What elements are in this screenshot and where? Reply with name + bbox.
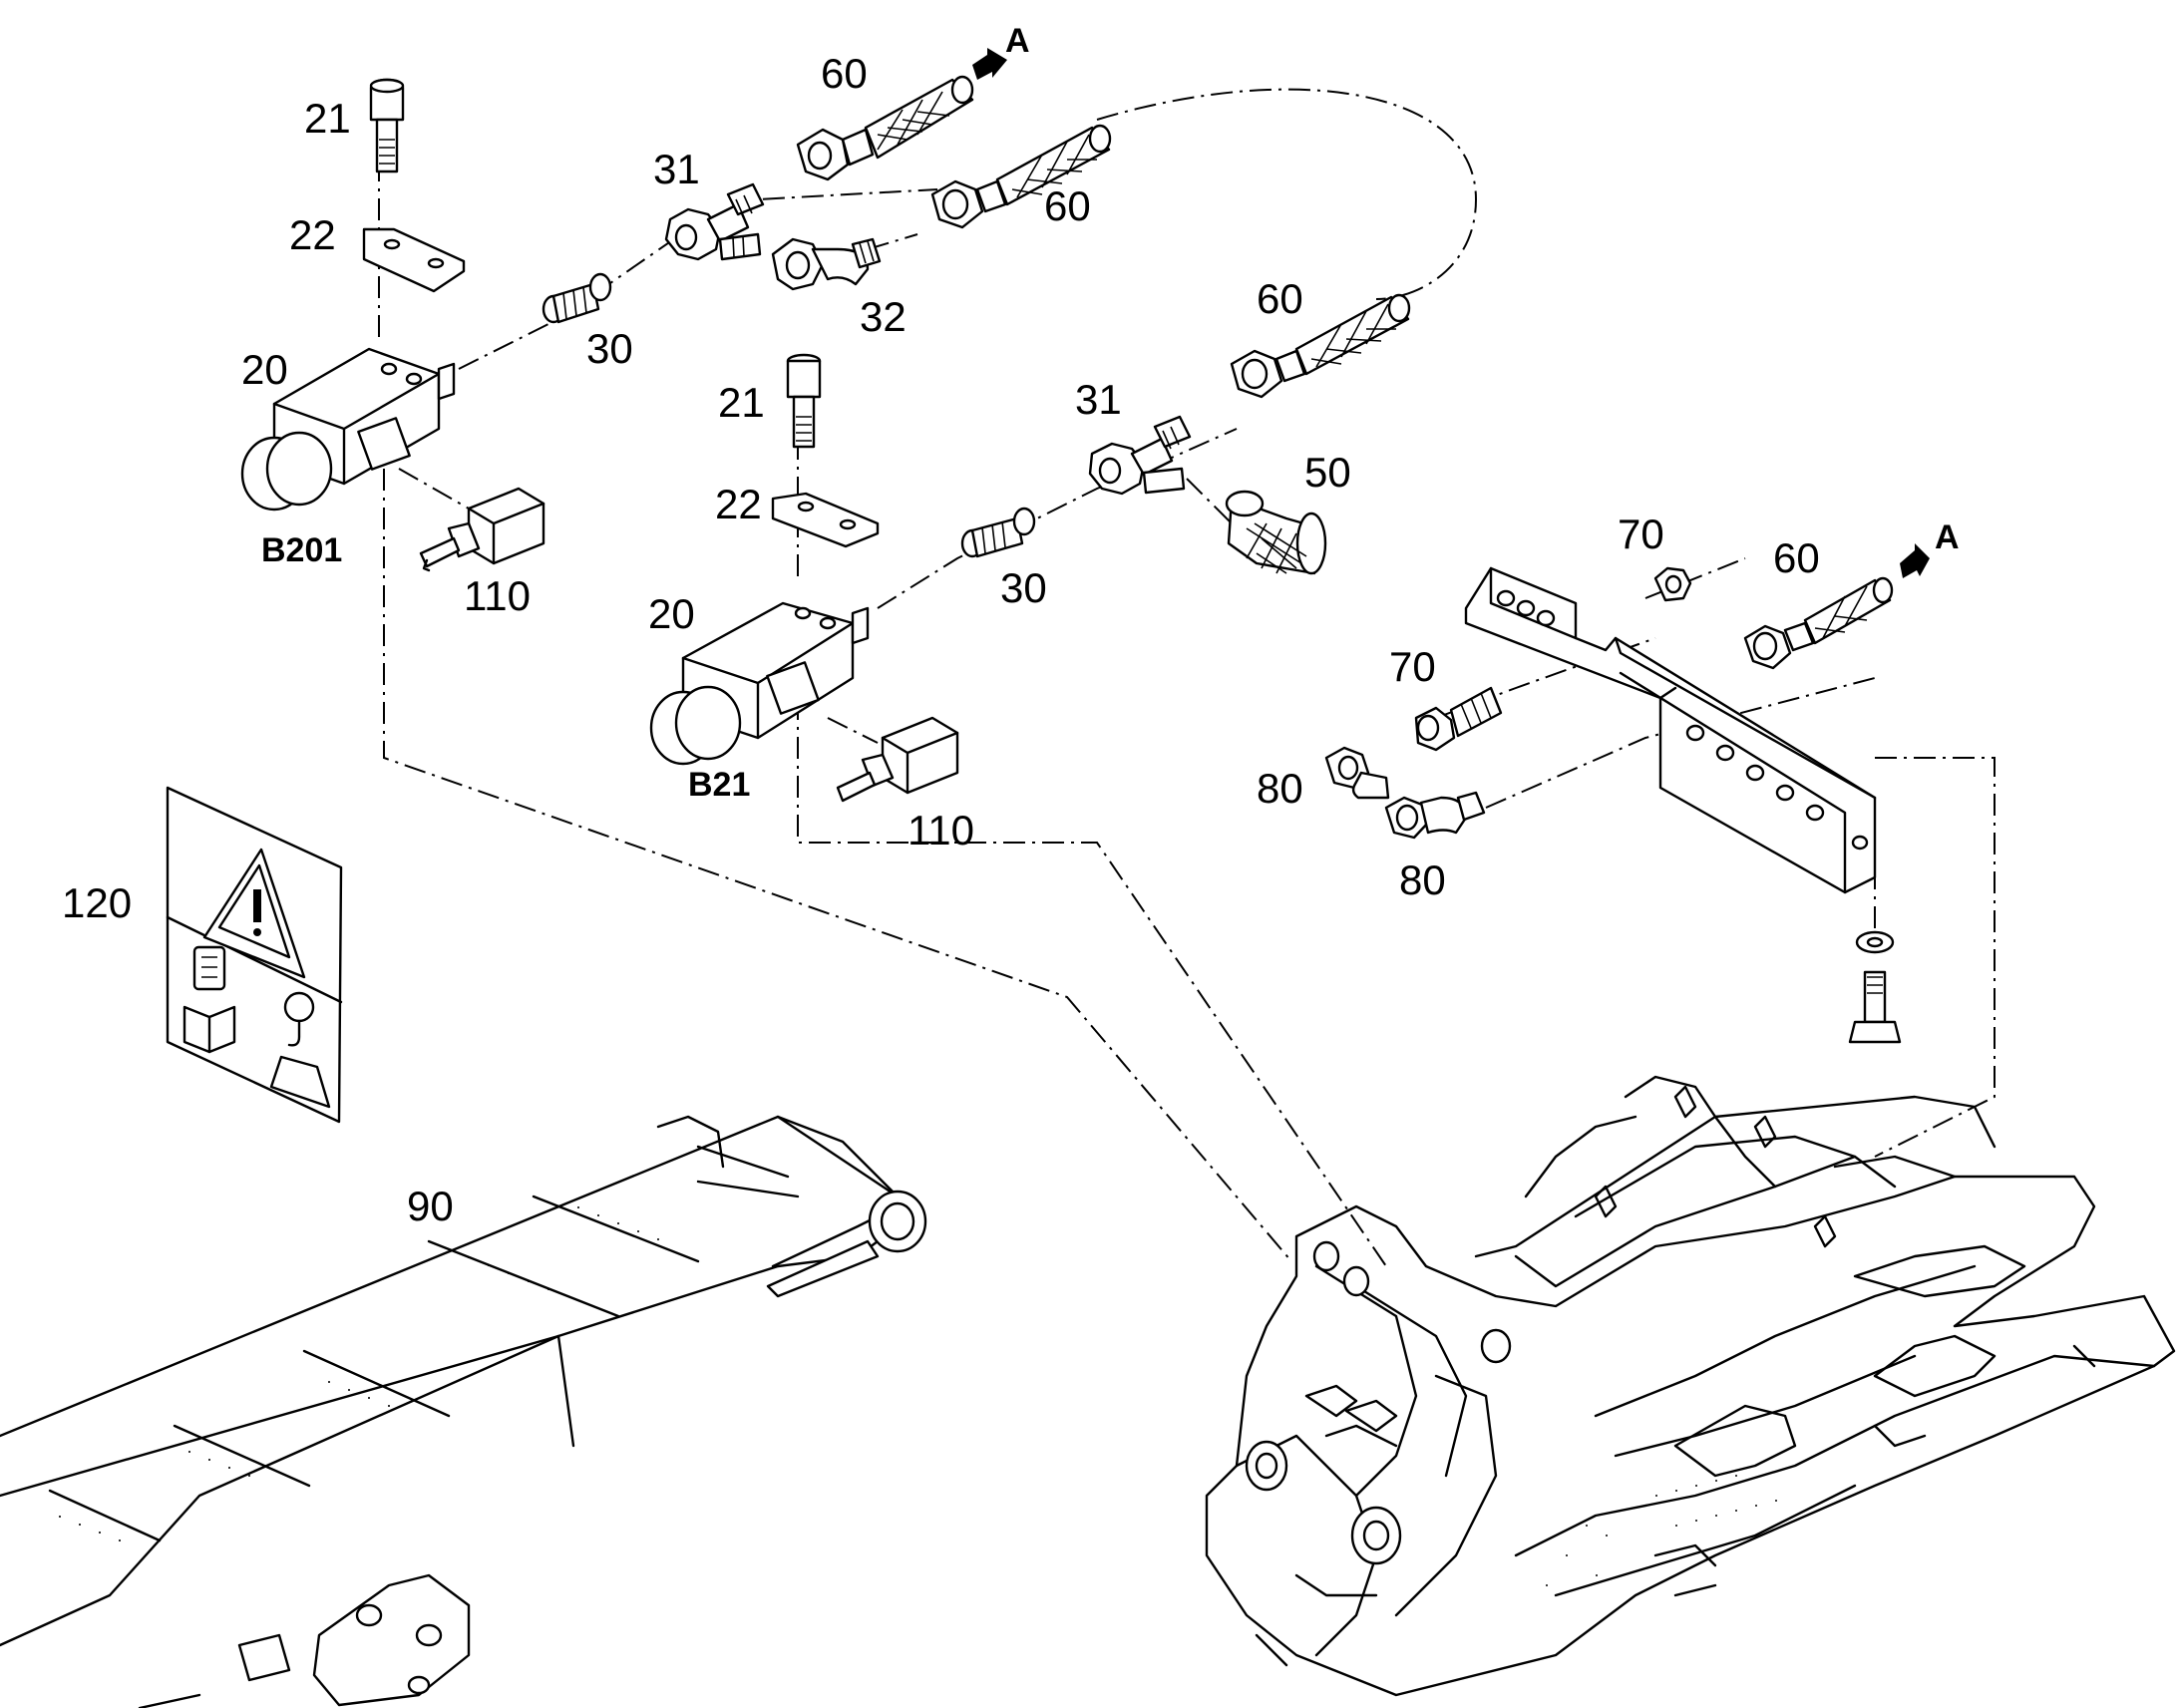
hose-60-mid <box>1230 293 1411 399</box>
plate-22-top <box>362 227 466 293</box>
label-b201: B201 <box>261 531 342 569</box>
tee-31-mid <box>1088 415 1192 496</box>
callout-labels: 21 22 20 B201 110 30 31 32 60 60 60 60 2… <box>62 22 1960 1229</box>
elbow-80-left <box>1324 746 1390 800</box>
label-b21: B21 <box>688 766 750 804</box>
label-22-top: 22 <box>289 211 336 258</box>
leader-lines <box>378 88 1996 1267</box>
elbow-32 <box>771 237 882 291</box>
connector-110-top <box>419 487 545 572</box>
label-arrow-a-right: A <box>1935 518 1960 556</box>
label-22-mid: 22 <box>715 481 762 527</box>
label-20-top: 20 <box>241 346 288 393</box>
bolt-21-top <box>369 78 405 173</box>
label-60-b: 60 <box>1044 182 1091 229</box>
label-31-top: 31 <box>653 146 700 192</box>
label-110-mid: 110 <box>908 807 974 854</box>
label-50: 50 <box>1304 449 1351 496</box>
label-90: 90 <box>407 1183 454 1229</box>
elbow-80-right <box>1384 791 1486 840</box>
label-21-top: 21 <box>304 95 351 142</box>
arrow-a-right-icon <box>1900 543 1930 578</box>
label-60-d: 60 <box>1773 534 1820 581</box>
label-20-mid: 20 <box>648 590 695 637</box>
label-120: 120 <box>62 879 132 926</box>
weight-icon <box>269 1055 331 1109</box>
tee-31-top <box>664 182 765 261</box>
washer-bolt-right <box>1848 930 1902 1044</box>
nut-70 <box>1653 566 1692 602</box>
connector-110-mid <box>836 716 959 803</box>
label-80-a: 80 <box>1257 765 1303 812</box>
base-frame <box>1205 1075 2176 1697</box>
sensor-b201 <box>240 347 456 512</box>
arrow-a-top-icon <box>972 48 1007 80</box>
bolt-21-mid <box>786 353 822 449</box>
fitting-30-top <box>542 272 612 324</box>
label-arrow-a-top: A <box>1005 22 1030 60</box>
manual-icon <box>192 945 226 991</box>
label-31-mid: 31 <box>1075 376 1122 423</box>
fitting-30-mid <box>960 507 1036 558</box>
hose-60-right <box>1743 543 1930 670</box>
warning-decal-120 <box>166 786 343 1124</box>
label-70-a: 70 <box>1618 511 1664 557</box>
sensor-b21 <box>649 601 870 766</box>
hose-60-top <box>796 48 1007 181</box>
hook-icon <box>283 991 315 1023</box>
label-30-mid: 30 <box>1000 564 1047 611</box>
label-70-b: 70 <box>1389 643 1436 690</box>
label-32: 32 <box>860 293 907 340</box>
filter-50 <box>1225 490 1327 575</box>
label-80-b: 80 <box>1399 856 1446 903</box>
label-60-c: 60 <box>1257 275 1303 322</box>
adaptor-70 <box>1414 686 1503 752</box>
hose-60-loop <box>930 124 1112 229</box>
boom-90 <box>0 1115 927 1708</box>
label-21-mid: 21 <box>718 379 765 426</box>
label-30-top: 30 <box>586 325 633 372</box>
plate-22-mid <box>771 492 880 548</box>
label-110-top: 110 <box>464 572 531 619</box>
mounting-bracket <box>1464 566 1877 894</box>
label-60-a: 60 <box>821 50 868 97</box>
